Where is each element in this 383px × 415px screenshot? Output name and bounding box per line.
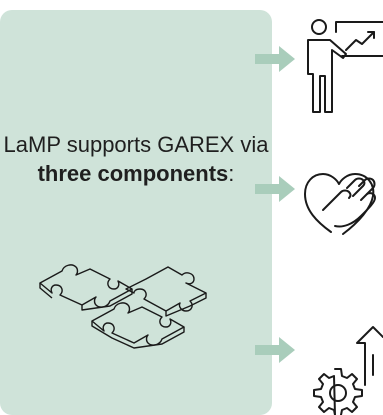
right-arrow-icon [255, 176, 295, 202]
gear-growth-arrow-icon [313, 326, 383, 415]
statement-colon: : [228, 161, 235, 186]
statement-emphasis: three components [37, 161, 229, 186]
panel-statement: LaMP supports GAREX via three components… [0, 130, 272, 188]
right-arrow-icon [255, 337, 295, 363]
puzzle-pieces-icon [39, 264, 207, 349]
presenter-chart-icon [307, 19, 383, 113]
right-arrow-icon [255, 46, 295, 72]
hand-heart-icon [304, 173, 376, 235]
statement-intro: LaMP supports GAREX via [3, 132, 269, 157]
components-panel: LaMP supports GAREX via three components… [0, 10, 272, 415]
